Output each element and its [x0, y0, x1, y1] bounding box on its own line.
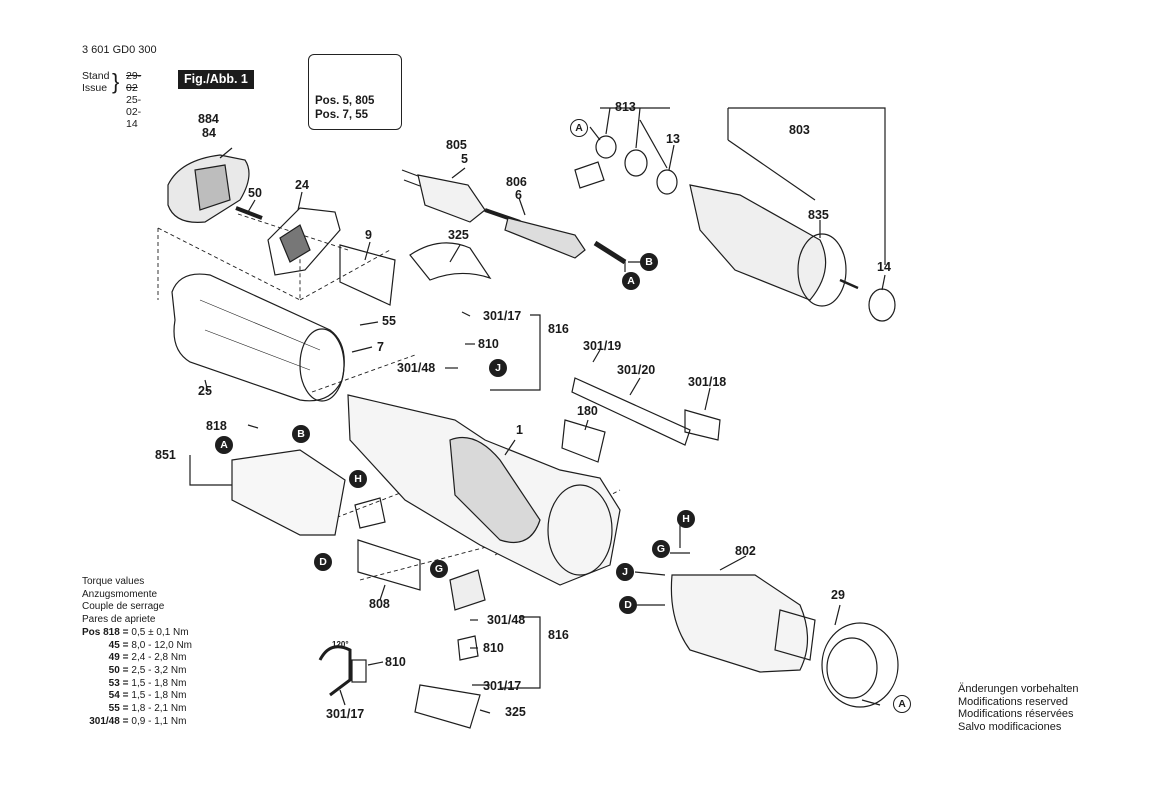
- notice-en: Modifications reserved: [958, 695, 1069, 708]
- part-label-325-bottom: 325: [505, 705, 526, 719]
- callout-d-stator: D: [619, 596, 637, 614]
- torque-table: Pos 818 =0,5 ± 0,1 Nm 45 =8,0 - 12,0 Nm …: [82, 627, 192, 729]
- torque-row: 53 =1,5 - 1,8 Nm: [108, 677, 187, 689]
- warning-line-2: Pos. 7, 55: [315, 109, 369, 121]
- torque-title-es: Pares de apriete: [82, 614, 156, 626]
- part-label-325-top: 325: [448, 228, 469, 242]
- part-label-84: 84: [202, 126, 216, 140]
- part-label-810-bottom: 810: [483, 641, 504, 655]
- part-label-25: 25: [198, 384, 212, 398]
- notice-de: Änderungen vorbehalten: [958, 683, 1079, 695]
- callout-a-cord: A: [622, 272, 640, 290]
- part-label-55: 55: [382, 314, 396, 328]
- part-label-813: 813: [615, 100, 636, 114]
- part-label-24: 24: [295, 178, 309, 192]
- torque-title-de: Anzugsmomente: [82, 588, 158, 600]
- torque-row: 49 =2,4 - 2,8 Nm: [108, 652, 187, 664]
- part-number: 3 601 GD0 300: [82, 44, 157, 56]
- callout-g-stator: G: [652, 540, 670, 558]
- part-label-6: 6: [515, 188, 522, 202]
- part-label-803: 803: [789, 123, 810, 137]
- callout-h-holder: H: [349, 470, 367, 488]
- brace-icon: }: [112, 69, 120, 94]
- part-label-301-17-left: 301/17: [326, 707, 365, 721]
- callout-j-top: J: [489, 359, 507, 377]
- part-label-29: 29: [831, 588, 845, 602]
- callout-j-stator: J: [616, 563, 634, 581]
- callout-d-holder: D: [314, 553, 332, 571]
- part-label-802: 802: [735, 544, 756, 558]
- part-label-301-20: 301/20: [617, 363, 656, 377]
- part-label-14: 14: [877, 260, 891, 274]
- callout-a-holder: A: [215, 436, 233, 454]
- part-label-5: 5: [461, 152, 468, 166]
- issue-label: Issue: [82, 82, 108, 94]
- part-label-806: 806: [506, 175, 527, 189]
- torque-values: Torque values Anzugsmomente Couple de se…: [82, 576, 192, 728]
- part-label-301-17-bottom: 301/17: [483, 679, 522, 693]
- part-label-301-48-bottom: 301/48: [487, 613, 526, 627]
- callout-b-holder: B: [292, 425, 310, 443]
- notice-fr: Modifications réservées: [958, 708, 1074, 721]
- callout-a-bearing: A: [570, 119, 588, 137]
- torque-title-en: Torque values: [82, 576, 145, 587]
- part-label-301-19: 301/19: [583, 339, 622, 353]
- stand-label: Stand: [82, 70, 110, 82]
- part-label-7: 7: [377, 340, 384, 354]
- angle-label-120: 120°: [332, 640, 349, 649]
- part-label-301-48-top: 301/48: [397, 361, 436, 375]
- part-label-808: 808: [369, 597, 390, 611]
- part-label-180: 180: [577, 404, 598, 418]
- callout-a-ring: A: [893, 695, 911, 713]
- part-label-50: 50: [248, 186, 262, 200]
- torque-row: 301/48 =0,9 - 1,1 Nm: [89, 715, 187, 727]
- issue-date: 25-02-14: [126, 94, 142, 130]
- callout-h-stator: H: [677, 510, 695, 528]
- warning-line-1: Pos. 5, 805: [315, 95, 375, 107]
- torque-row: 45 =8,0 - 12,0 Nm: [108, 639, 193, 651]
- torque-row: 50 =2,5 - 3,2 Nm: [108, 664, 187, 676]
- part-label-816-bottom: 816: [548, 628, 569, 642]
- warning-box: Pos. 5, 805 Pos. 7, 55: [308, 54, 402, 130]
- part-label-1: 1: [516, 423, 523, 437]
- part-label-818: 818: [206, 419, 227, 433]
- torque-row: 54 =1,5 - 1,8 Nm: [108, 690, 187, 702]
- torque-row: Pos 818 =0,5 ± 0,1 Nm: [82, 626, 189, 638]
- part-label-851: 851: [155, 448, 176, 462]
- part-label-301-17-top: 301/17: [483, 309, 522, 323]
- figure-badge: Fig./Abb. 1: [178, 70, 254, 89]
- part-label-810-left: 810: [385, 655, 406, 669]
- part-label-810-top: 810: [478, 337, 499, 351]
- callout-b-cord: B: [640, 253, 658, 271]
- old-date: 29-02: [126, 70, 142, 94]
- issue-block: Stand Issue } 29-02 25-02-14: [82, 70, 141, 131]
- torque-row: 55 =1,8 - 2,1 Nm: [108, 703, 187, 715]
- part-label-835: 835: [808, 208, 829, 222]
- part-label-884: 884: [198, 112, 219, 126]
- modifications-notice: Änderungen vorbehalten Modifications res…: [958, 683, 1078, 733]
- part-label-9: 9: [365, 228, 372, 242]
- callout-g-bottom: G: [430, 560, 448, 578]
- part-label-301-18: 301/18: [688, 375, 727, 389]
- part-label-805: 805: [446, 138, 467, 152]
- notice-es: Salvo modificaciones: [958, 720, 1062, 733]
- part-label-13: 13: [666, 132, 680, 146]
- torque-title-fr: Couple de serrage: [82, 601, 165, 613]
- part-label-816-top: 816: [548, 322, 569, 336]
